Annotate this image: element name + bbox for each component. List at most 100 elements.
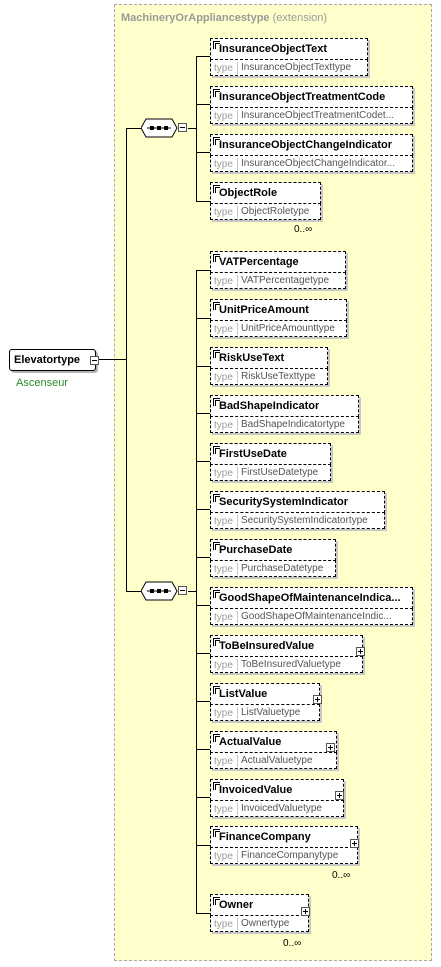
element-name: SecuritySystemIndicator — [219, 496, 348, 508]
connector-line — [196, 270, 210, 271]
element-name: UnitPriceAmount — [219, 304, 309, 316]
element-name: InsuranceObjectChangeIndicator — [219, 139, 392, 151]
extension-qualifier: (extension) — [272, 12, 328, 24]
element-type: BadShapeIndicatortype — [237, 419, 356, 431]
connector-line — [196, 797, 210, 798]
element-type: ToBeInsuredValuetype — [237, 659, 360, 671]
expand-icon[interactable] — [326, 743, 335, 752]
occurrence-label: 0..∞ — [294, 224, 313, 235]
element-name: ListValue — [219, 688, 268, 700]
extension-title: MachineryOrAppliancestype (extension) — [121, 12, 327, 24]
element-name: BadShapeIndicator — [219, 400, 320, 412]
element-name: FirstUseDate — [219, 448, 287, 460]
connector-line — [196, 845, 210, 846]
connector-line — [196, 461, 210, 462]
element-name: FinanceCompany — [219, 831, 311, 843]
element-type: ListValuetype — [237, 707, 317, 719]
connector-line — [188, 128, 196, 129]
connector-line — [196, 605, 210, 606]
sequence-icon — [141, 118, 178, 138]
element-name: InsuranceObjectTreatmentCode — [219, 91, 386, 103]
element-name: RiskUseText — [219, 352, 285, 364]
collapse-icon[interactable] — [178, 586, 187, 595]
connector-line — [196, 701, 210, 702]
element-name: InvoicedValue — [219, 784, 293, 796]
expand-icon[interactable] — [350, 839, 359, 848]
element-type: InvoicedValuetype — [237, 803, 341, 815]
element-name: PurchaseDate — [219, 544, 293, 556]
connector-line — [196, 152, 210, 153]
connector-line — [188, 591, 196, 592]
expand-icon[interactable] — [301, 907, 310, 916]
expand-icon[interactable] — [356, 647, 365, 656]
root-element-name: Elevatortype — [14, 354, 81, 366]
element-name: VATPercentage — [219, 256, 299, 268]
element-type: InsuranceObjectTreatmentCodet... — [237, 110, 410, 122]
element-type: VATPercentagetype — [237, 275, 343, 287]
element-type: InsuranceObjectChangeIndicator... — [237, 158, 410, 170]
connector-line — [196, 366, 210, 367]
element-type: Ownertype — [237, 918, 306, 930]
element-name: ActualValue — [219, 736, 282, 748]
connector-line — [126, 591, 142, 592]
element-type: FirstUseDatetype — [237, 467, 328, 479]
sequence-compositor[interactable] — [141, 581, 189, 601]
sequence-icon — [141, 581, 178, 601]
connector-line — [196, 509, 210, 510]
collapse-icon[interactable] — [90, 356, 99, 365]
connector-line — [99, 359, 127, 360]
connector-line — [196, 201, 210, 202]
connector-line — [196, 653, 210, 654]
root-element[interactable]: Elevatortype — [9, 349, 99, 371]
occurrence-label: 0..∞ — [332, 870, 351, 881]
connector-line — [196, 104, 210, 105]
element-type: GoodShapeOfMaintenanceIndic... — [237, 611, 410, 623]
connector-line — [126, 128, 142, 129]
extension-type-name: MachineryOrAppliancestype — [121, 12, 270, 24]
connector-line — [196, 413, 210, 414]
element-name: GoodShapeOfMaintenanceIndica... — [219, 592, 401, 604]
connector-line — [196, 56, 197, 202]
element-type: RiskUseTexttype — [237, 371, 325, 383]
element-name: InsuranceObjectText — [219, 43, 327, 55]
element-type: InsuranceObjectTexttype — [237, 62, 365, 74]
element-name: ObjectRole — [219, 187, 278, 199]
expand-icon[interactable] — [335, 791, 344, 800]
connector-line — [196, 749, 210, 750]
element-type: ObjectRoletype — [237, 206, 318, 218]
connector-line — [196, 56, 210, 57]
sequence-compositor[interactable] — [141, 118, 189, 138]
collapse-icon[interactable] — [178, 123, 187, 132]
connector-line — [196, 913, 210, 914]
element-type: UnitPriceAmounttype — [237, 323, 344, 335]
connector-line — [196, 318, 210, 319]
element-type: ActualValuetype — [237, 755, 334, 767]
connector-line — [126, 128, 127, 592]
element-type: SecuritySystemIndicatortype — [237, 515, 382, 527]
element-name: ToBeInsuredValue — [219, 640, 315, 652]
element-type: FinanceCompanytype — [237, 850, 355, 862]
element-name: Owner — [219, 899, 254, 911]
expand-icon[interactable] — [313, 695, 322, 704]
connector-line — [196, 270, 197, 914]
connector-line — [196, 557, 210, 558]
element-type: PurchaseDatetype — [237, 563, 333, 575]
